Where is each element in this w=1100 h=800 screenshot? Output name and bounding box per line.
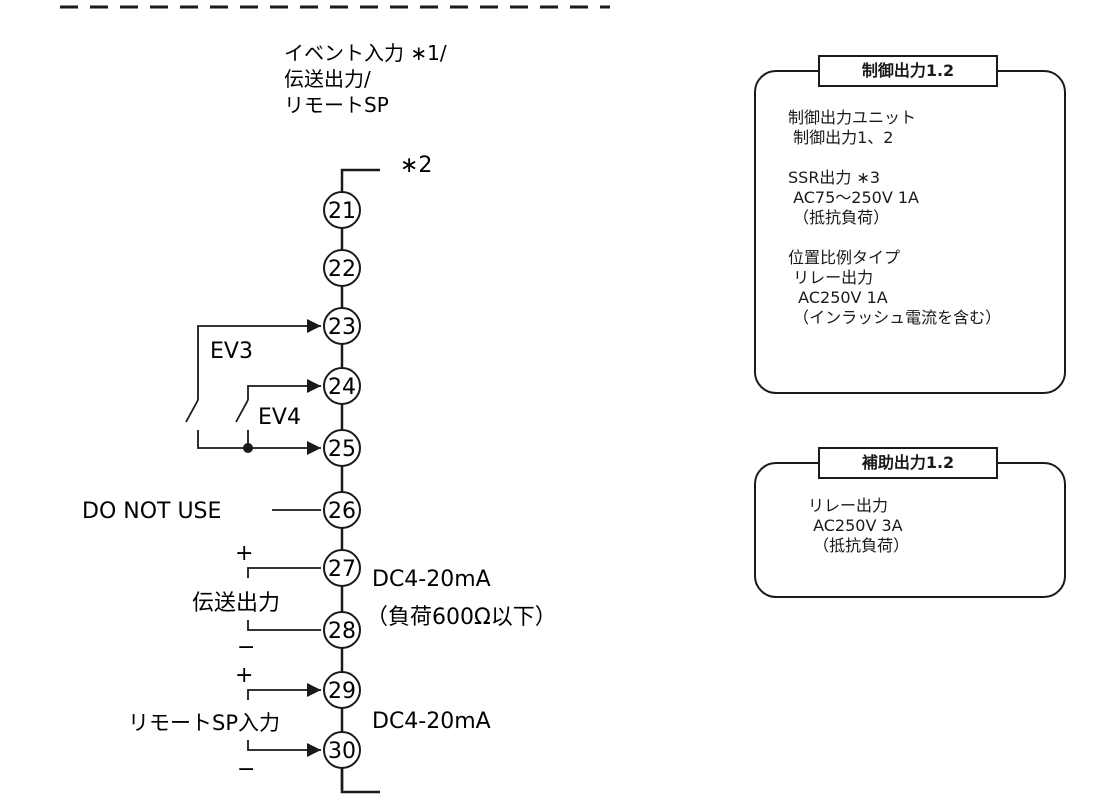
arrow-head-23 bbox=[307, 319, 321, 333]
remote-sp-input-label: リモートSP入力 bbox=[128, 711, 280, 735]
control-output-box-line: AC75〜250V 1A bbox=[788, 188, 919, 207]
transmission-output-wiring bbox=[247, 567, 321, 631]
transmission-output-label: 伝送出力 bbox=[192, 591, 280, 616]
transmission-plus: + bbox=[235, 541, 253, 566]
remote-plus: + bbox=[235, 663, 253, 688]
control-output-box-line: 位置比例タイプ bbox=[788, 248, 901, 267]
event-input-header: イベント入力 ∗1/ bbox=[284, 41, 447, 65]
remote-dc-range: DC4-20mA bbox=[372, 709, 491, 734]
do-not-use-label: DO NOT USE bbox=[82, 499, 221, 524]
remote-sp-header: リモートSP bbox=[284, 93, 389, 117]
aux-output-box-line: （抵抗負荷） bbox=[808, 536, 910, 555]
junction-dot bbox=[243, 443, 253, 453]
terminal-26-circle bbox=[323, 491, 361, 529]
terminal-21-circle bbox=[323, 191, 361, 229]
terminal-21-label: 21 bbox=[328, 199, 356, 224]
terminal-23-label: 23 bbox=[328, 315, 356, 340]
remote-sp-wiring bbox=[247, 689, 321, 751]
control-output-box-line: 制御出力1、2 bbox=[788, 128, 894, 147]
aux-output-title: 補助出力1.2 bbox=[818, 447, 998, 479]
terminal-30-circle bbox=[323, 731, 361, 769]
remote-minus: − bbox=[237, 757, 255, 782]
terminal-24-label: 24 bbox=[328, 375, 356, 400]
note-star2: ∗2 bbox=[400, 153, 432, 178]
control-output-box-line: 制御出力ユニット bbox=[788, 108, 917, 127]
arrow-head-29 bbox=[307, 683, 321, 697]
terminal-26-label: 26 bbox=[328, 499, 356, 524]
aux-output-box-line: AC250V 3A bbox=[808, 516, 903, 535]
terminal-22-label: 22 bbox=[328, 257, 356, 282]
control-output-box-line: リレー出力 bbox=[788, 268, 874, 287]
terminal-22-circle bbox=[323, 249, 361, 287]
event-input-wiring bbox=[185, 325, 321, 449]
terminal-28-circle bbox=[323, 611, 361, 649]
terminal-23-circle bbox=[323, 307, 361, 345]
terminal-25-label: 25 bbox=[328, 437, 356, 462]
terminal-27-label: 27 bbox=[328, 557, 356, 582]
ev4-label: EV4 bbox=[258, 405, 301, 430]
transmission-minus: − bbox=[237, 635, 255, 660]
arrow-head-24 bbox=[307, 379, 321, 393]
terminal-block-bottom-bracket bbox=[340, 760, 380, 794]
ev3-label: EV3 bbox=[210, 339, 253, 364]
terminal-30-label: 30 bbox=[328, 739, 356, 764]
terminal-group: 21 22 23 24 25 26 27 28 29 30 bbox=[323, 191, 361, 769]
terminal-25-circle bbox=[323, 429, 361, 467]
control-output-box-line: AC250V 1A bbox=[788, 288, 888, 307]
aux-output-box-line: リレー出力 bbox=[808, 496, 889, 515]
control-output-box-line: （インラッシュ電流を含む） bbox=[788, 308, 1002, 327]
terminal-block-top-bracket bbox=[340, 168, 380, 190]
terminal-29-label: 29 bbox=[328, 679, 356, 704]
terminal-24-circle bbox=[323, 367, 361, 405]
control-output-box-line: SSR出力 ∗3 bbox=[788, 168, 881, 187]
control-output-title: 制御出力1.2 bbox=[818, 55, 998, 87]
transmission-output-header: 伝送出力/ bbox=[284, 67, 371, 91]
transmission-dc-range: DC4-20mA bbox=[372, 567, 491, 592]
terminal-28-label: 28 bbox=[328, 619, 356, 644]
terminal-29-circle bbox=[323, 671, 361, 709]
arrow-head-25 bbox=[307, 441, 321, 455]
aux-output-box: リレー出力 AC250V 3A （抵抗負荷） bbox=[754, 462, 1066, 598]
transmission-load-note: （負荷600Ω以下） bbox=[366, 605, 557, 630]
control-output-box-line: （抵抗負荷） bbox=[788, 208, 890, 227]
arrow-head-30 bbox=[307, 743, 321, 757]
terminal-27-circle bbox=[323, 549, 361, 587]
